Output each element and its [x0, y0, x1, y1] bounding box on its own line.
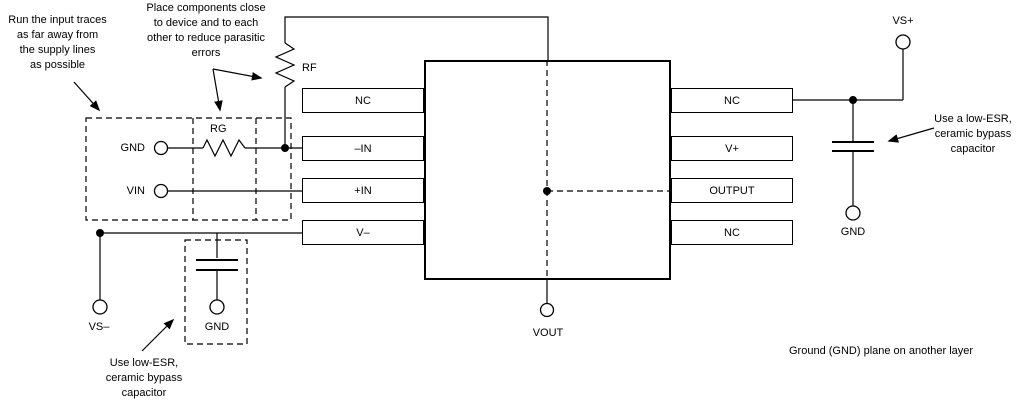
pin-noninverting-input: +IN	[302, 178, 424, 203]
ic-body	[424, 60, 671, 280]
junction-dot-vs-plus	[849, 96, 857, 104]
vin-label: VIN	[126, 185, 145, 197]
pin-label: OUTPUT	[709, 184, 755, 197]
vin-terminal	[153, 183, 169, 199]
pin-v-plus: V+	[671, 136, 793, 161]
bottom-bypass-dashed-box	[184, 239, 248, 345]
gnd-bottom-terminal	[209, 299, 225, 315]
arrow-to-rf	[212, 68, 263, 81]
rf-resistor	[274, 42, 296, 88]
junction-dot-v-minus	[96, 229, 104, 237]
vout-terminal	[539, 302, 555, 318]
right-bypass-capacitor	[832, 100, 874, 206]
pin-label: –IN	[354, 142, 372, 155]
pin-nc-bottom-right: NC	[671, 220, 793, 245]
pin-nc-left: NC	[302, 88, 424, 113]
bottom-bypass-capacitor	[196, 233, 238, 300]
gnd-left-label: GND	[120, 142, 145, 154]
vs-minus-terminal	[92, 299, 108, 315]
gnd-right-label: GND	[840, 226, 866, 238]
pin-v-minus: V–	[302, 220, 424, 245]
vout-label: VOUT	[532, 327, 564, 339]
arrow-to-bottom-capacitor	[141, 318, 175, 352]
pin-label: NC	[355, 94, 371, 107]
rf-label: RF	[302, 62, 317, 74]
pin-label: NC	[724, 94, 740, 107]
pin-label: NC	[724, 226, 740, 239]
arrow-to-right-capacitor	[887, 127, 935, 143]
pin-label: +IN	[354, 184, 372, 197]
gnd-left-terminal	[153, 140, 169, 156]
pin-label: V–	[356, 226, 370, 239]
junction-dot-output	[543, 187, 551, 195]
vs-minus-label: VS–	[88, 321, 110, 333]
feedback-trace	[284, 16, 549, 60]
pin-label: V+	[725, 142, 739, 155]
pin-inverting-input: –IN	[302, 136, 424, 161]
pin-nc-top-right: NC	[671, 88, 793, 113]
annotation-run-input-traces: Run the input traces as far away from th…	[8, 14, 107, 71]
annotation-bypass-bottom: Use low-ESR, ceramic bypass capacitor	[105, 357, 183, 399]
rg-label: RG	[210, 123, 227, 135]
rg-resistor	[202, 138, 246, 158]
gnd-right-terminal	[845, 205, 861, 221]
arrow-input-traces	[73, 81, 101, 112]
vs-plus-terminal	[895, 34, 911, 50]
annotation-place-components: Place components close to device and to …	[146, 2, 266, 59]
vs-plus-label: VS+	[892, 15, 914, 27]
gnd-bottom-label: GND	[204, 321, 230, 333]
annotation-ground-plane: Ground (GND) plane on another layer	[789, 345, 974, 357]
arrow-to-rg	[212, 68, 223, 112]
junction-dot-inverting-input	[281, 144, 289, 152]
input-components-dashed-box	[85, 117, 292, 221]
internal-output-routing	[546, 60, 671, 280]
pin-output: OUTPUT	[671, 178, 793, 203]
annotation-bypass-right: Use a low-ESR, ceramic bypass capacitor	[934, 113, 1012, 155]
